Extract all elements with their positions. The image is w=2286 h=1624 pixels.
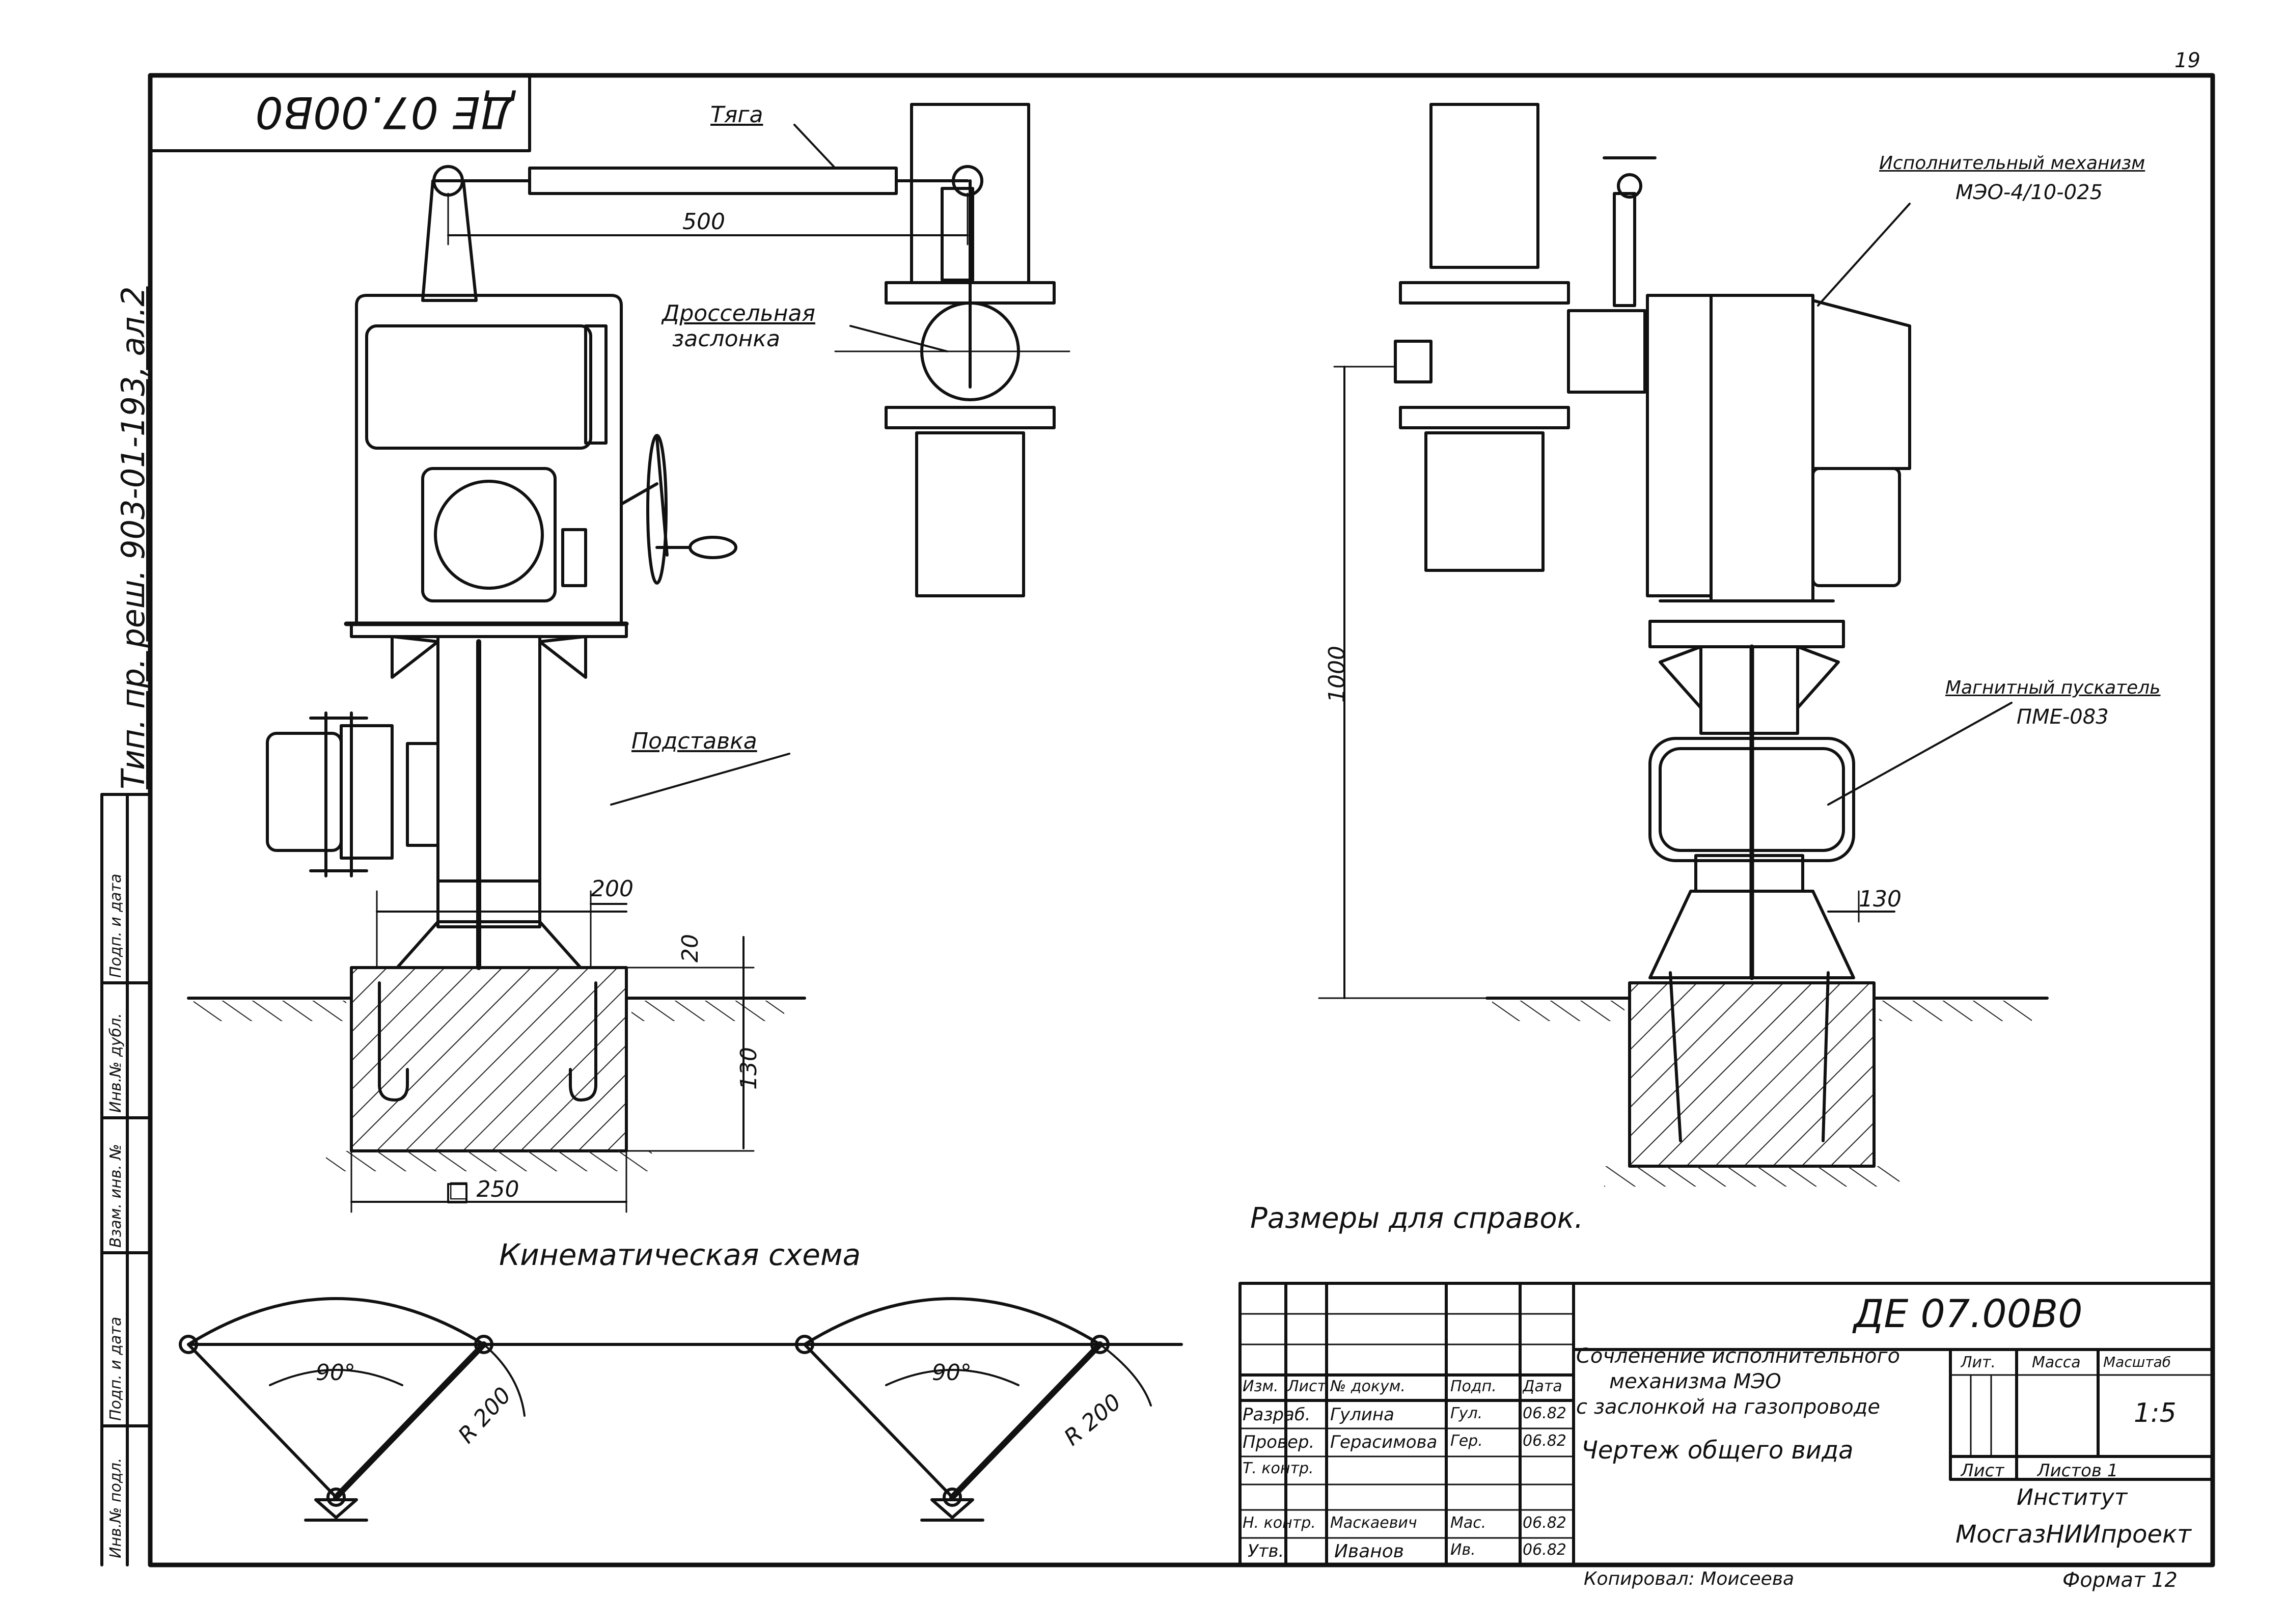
actuator-body-front: [344, 294, 629, 638]
pipe-right: [1394, 103, 1646, 572]
row-date: 06.82: [1523, 1432, 1566, 1450]
sheets-label: Листов 1: [2037, 1461, 2118, 1481]
kinematic-scheme-left: [179, 1297, 526, 1522]
mass-label: Масса: [2032, 1354, 2081, 1371]
copied-by: Копировал: Моисеева: [1584, 1568, 1795, 1589]
handwheel: [620, 434, 737, 585]
code-stamp: ДЕ 07.00В0: [255, 87, 514, 137]
title-line-2: механизма МЭО: [1609, 1370, 1781, 1393]
row-role: Утв.: [1248, 1541, 1284, 1561]
row-name: Иванов: [1334, 1541, 1404, 1562]
scale-value: 1:5: [2134, 1398, 2177, 1428]
side-stamp-sign2: Подп. и дата: [107, 873, 125, 978]
code-stamp-box: [149, 74, 531, 152]
row-sign: Гер.: [1450, 1432, 1483, 1450]
starter-label-2: ПМЕ-083: [2017, 705, 2109, 729]
title-line-1: Сочленение исполнительного: [1576, 1344, 1900, 1368]
title-line-3: с заслонкой на газопроводе: [1576, 1395, 1880, 1419]
title-line-4: Чертеж общего вида: [1581, 1436, 1854, 1465]
stand-label: Подставка: [631, 728, 757, 754]
foundation-right: [1318, 366, 2049, 1187]
row-role: Т. контр.: [1243, 1460, 1314, 1477]
row-name: Гулина: [1330, 1405, 1394, 1425]
kinematic-scheme-right: [482, 1297, 1183, 1522]
side-stamp-replace: Взам. инв. №: [107, 1144, 125, 1248]
rod-label: Тяга: [710, 102, 763, 128]
title-block-grid: [1238, 1282, 2214, 1566]
institute-line-1: Институт: [2017, 1484, 2128, 1510]
head-date: Дата: [1523, 1378, 1562, 1395]
series-reference: Тип. пр. реш. 903-01-193, ал.2: [115, 286, 152, 789]
stand-column: [391, 635, 587, 970]
starter-label-1: Магнитный пускатель: [1945, 677, 2161, 698]
head-doc: № докум.: [1330, 1378, 1406, 1395]
row-role: Разраб.: [1243, 1405, 1311, 1425]
foundation-left: [187, 890, 806, 1213]
format-label: Формат 12: [2062, 1568, 2178, 1592]
row-sign: Гул.: [1450, 1405, 1483, 1422]
row-sign: Ив.: [1450, 1541, 1476, 1559]
stand-right: [1648, 644, 1855, 980]
head-list: Лист: [1287, 1378, 1327, 1395]
sheet-label: Лист: [1961, 1461, 2005, 1481]
row-name: Маскаевич: [1330, 1514, 1417, 1532]
actuator-label-2: МЭО-4/10-025: [1956, 181, 2103, 204]
reference-note: Размеры для справок.: [1250, 1202, 1584, 1235]
side-stamp-inv: Инв.№ подл.: [107, 1457, 125, 1558]
dim-200: 200: [591, 876, 634, 902]
scale-label: Масштаб: [2103, 1354, 2171, 1370]
throttle-label-1: Дроссельная: [662, 300, 815, 326]
dim-20: 20: [677, 934, 703, 962]
dim-base-250: □ 250: [448, 1176, 519, 1202]
throttle-label-2: заслонка: [672, 326, 780, 352]
dim-1000: 1000: [1324, 646, 1350, 703]
kinematic-title: Кинематическая схема: [499, 1237, 861, 1272]
lit-label: Лит.: [1961, 1354, 1996, 1371]
row-sign: Мас.: [1450, 1514, 1486, 1532]
angle-left: 90°: [316, 1360, 355, 1386]
institute-line-2: МосгазНИИпроект: [1956, 1520, 2191, 1549]
side-stamp-sign1: Подп. и дата: [107, 1316, 125, 1421]
row-role: Провер.: [1243, 1432, 1315, 1452]
doc-code: ДЕ 07.00В0: [1854, 1291, 2083, 1336]
angle-right: 90°: [932, 1360, 972, 1386]
head-izm: Изм.: [1243, 1378, 1279, 1395]
dim-130-right: 130: [1859, 886, 1902, 912]
actuator-body-side: [1603, 156, 1911, 648]
pipe-throttle-left: [834, 103, 1070, 597]
sheet-number: 19: [2174, 49, 2200, 72]
head-sign: Подп.: [1450, 1378, 1497, 1395]
row-name: Герасимова: [1330, 1432, 1438, 1452]
row-date: 06.82: [1523, 1541, 1566, 1559]
row-date: 06.82: [1523, 1514, 1566, 1532]
side-stamp-dup: Инв.№ дубл.: [107, 1013, 125, 1113]
row-role: Н. контр.: [1243, 1514, 1316, 1532]
magnetic-starter-left: [266, 711, 439, 877]
dim-rod-length: 500: [682, 209, 725, 235]
row-date: 06.82: [1523, 1405, 1566, 1422]
dim-130: 130: [736, 1047, 762, 1090]
magnetic-starter-right: [1648, 737, 1855, 862]
sheet-frame: [148, 73, 2215, 1567]
actuator-label-1: Исполнительный механизм: [1879, 153, 2145, 174]
